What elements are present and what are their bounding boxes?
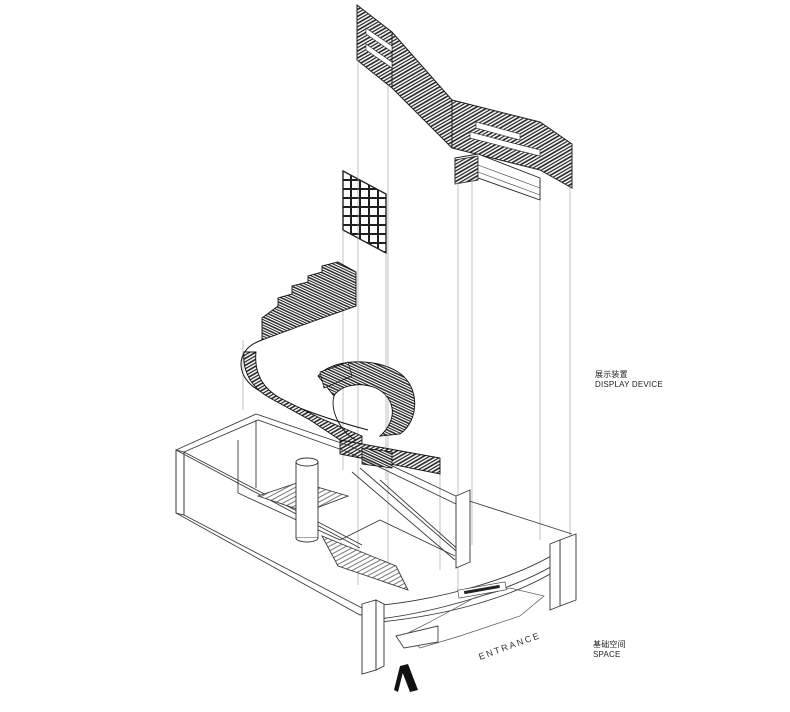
round-column <box>295 457 319 543</box>
space-label: 基础空间 SPACE <box>593 640 626 660</box>
upper-wall-display-panel <box>356 3 573 189</box>
display-device-label-en: DISPLAY DEVICE <box>595 380 663 389</box>
entrance-facade <box>361 489 577 675</box>
space-label-en: SPACE <box>593 650 621 659</box>
grid-display-panel <box>342 169 387 255</box>
base-space-room <box>175 413 573 616</box>
entrance-label: ENTRANCE <box>477 630 542 662</box>
display-device-label-cn: 展示装置 <box>595 370 628 379</box>
display-device-label: 展示装置 DISPLAY DEVICE <box>595 370 663 390</box>
curved-stepped-display <box>240 261 441 475</box>
space-label-cn: 基础空间 <box>593 640 626 649</box>
entrance-sign-stand <box>394 664 418 692</box>
